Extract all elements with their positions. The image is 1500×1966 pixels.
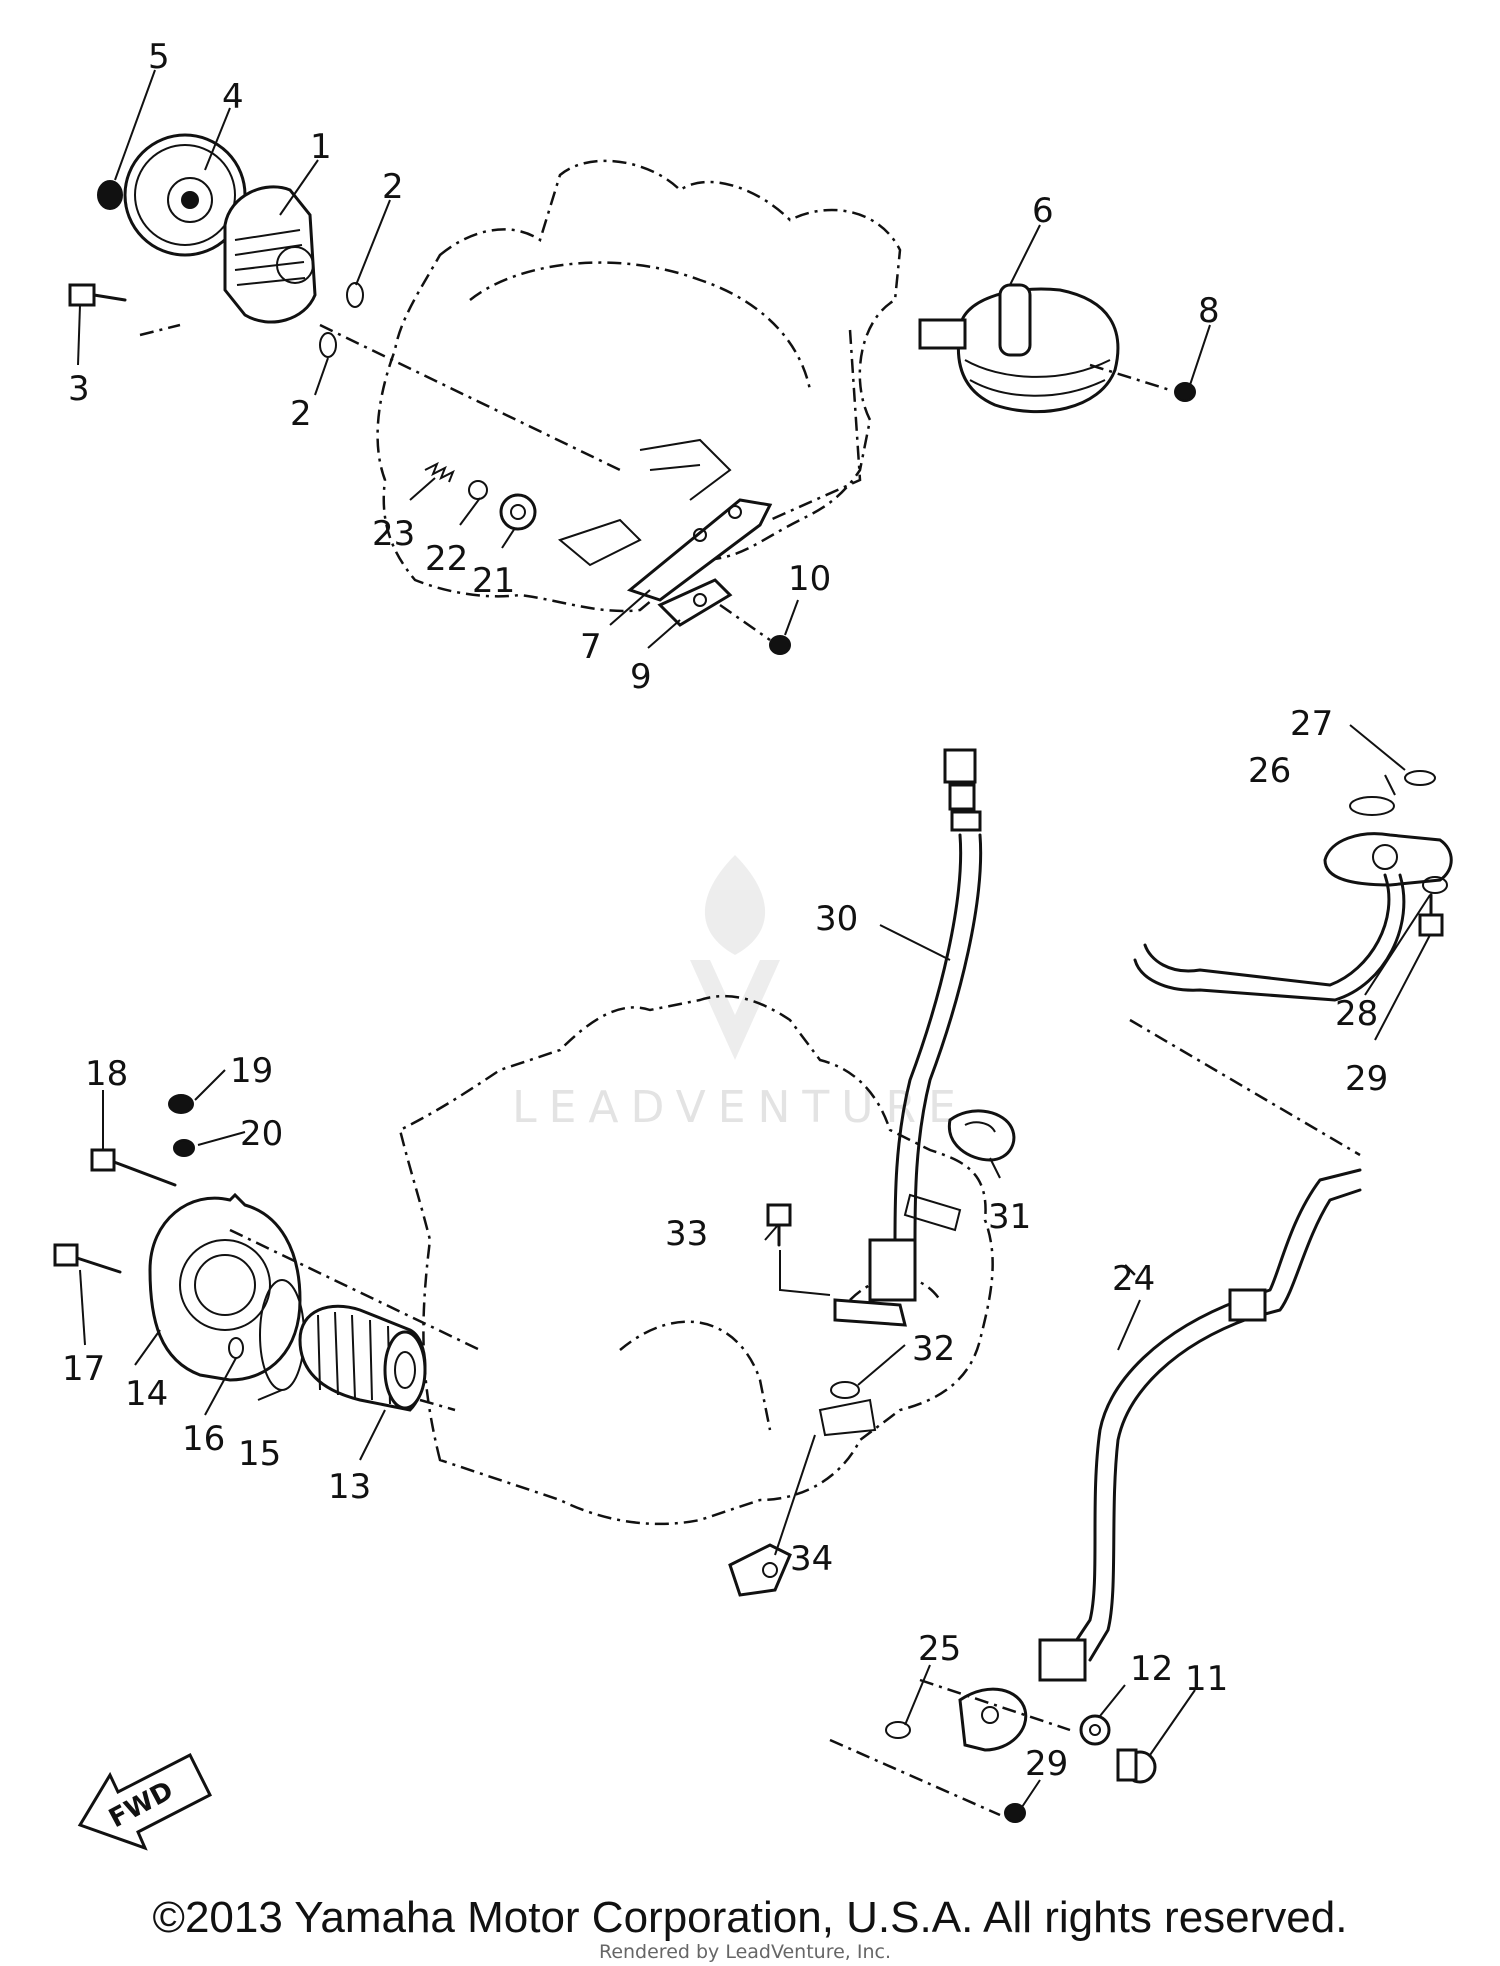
callout-26: 26 [1248,751,1291,791]
o-ring-lower [319,332,337,358]
callout-3: 3 [68,369,90,409]
washer-28 [1422,876,1448,894]
relief-plug [499,493,537,531]
callout-6: 6 [1032,191,1054,231]
oil-level-switch [728,1543,792,1597]
callout-9: 9 [630,657,652,697]
callout-12: 12 [1130,1649,1173,1689]
union-bolt-lead [779,1250,831,1296]
o-ring-flange [1349,796,1395,816]
internal-parts-sketch [557,438,732,567]
oil-pipe-bracket [626,498,773,602]
lower-crankcase-outline [398,994,994,1526]
pump-bolt [68,283,127,307]
spring [424,461,455,483]
callout-27: 27 [1290,704,1333,744]
oil-filter-element [298,1304,427,1412]
pump-alignment-line [139,323,621,472]
pump-nut [97,180,123,210]
callout-19: 19 [230,1051,273,1091]
plate [657,578,733,627]
callout-5: 5 [148,37,170,77]
delivery-pipe [833,748,983,1327]
lower-crankcase-shaft [903,1193,962,1232]
callout-33: 33 [665,1214,708,1254]
ball [468,480,488,500]
o-ring-fitting [885,1721,911,1739]
callout-14: 14 [125,1374,168,1414]
oil-pipe-lower [1038,1168,1362,1682]
air-bleed-screw [168,1094,194,1114]
callout-11: 11 [1185,1659,1228,1699]
union-washer [1079,1714,1111,1746]
upper-crankcase-flange [769,329,862,522]
union-bolt-upper [766,1203,792,1247]
watermark-text: LEADVENTURE [512,1082,968,1133]
copyright-text: ©2013 Yamaha Motor Corporation, U.S.A. A… [153,1893,1348,1942]
lower-alignment-line [829,1264,1136,1817]
callout-16: 16 [182,1419,225,1459]
upper-crankcase-inner [469,261,812,391]
callout-23: 23 [372,514,415,554]
leader-lines [77,69,1431,1811]
callout-34: 34 [790,1539,833,1579]
copper-washer [830,1381,860,1399]
upper-pipe-flange [1133,832,1453,1002]
filter-bolt-short [53,1243,122,1274]
callout-20: 20 [240,1114,283,1154]
strainer-screw [1089,363,1196,402]
callout-1: 1 [310,127,332,167]
upper-pipe-alignment [1129,1018,1361,1157]
callout-28: 28 [1335,994,1378,1034]
callout-32: 32 [912,1329,955,1369]
callout-2-lower: 2 [290,394,312,434]
callout-29-lower: 29 [1025,1744,1068,1784]
callout-29-upper: 29 [1345,1059,1388,1099]
callout-30: 30 [815,899,858,939]
fwd-arrow: FWD [77,1752,213,1851]
pipe-socket [818,1398,877,1437]
callout-18: 18 [85,1054,128,1094]
o-ring-small-top [1404,770,1436,786]
callout-21: 21 [472,561,515,601]
callout-25: 25 [918,1629,961,1669]
filter-alignment-line [229,1228,481,1412]
rendered-by-text: Rendered by LeadVenture, Inc. [599,1941,891,1963]
upper-crankcase-outline [376,159,902,613]
oil-pipe-fitting [958,1687,1028,1752]
o-ring-upper [346,282,364,308]
filter-bolt-long [90,1148,177,1187]
oil-pump-gear [123,133,247,257]
pipe-clamp [947,1109,1016,1162]
oil-strainer [918,283,1120,414]
callout-15: 15 [238,1434,281,1474]
callout-17: 17 [62,1349,105,1389]
callout-22: 22 [425,539,468,579]
oil-pump-body [223,185,317,324]
union-bolt-lower [1116,1748,1157,1784]
callouts: 5 4 1 2 2 3 6 8 23 22 21 7 9 10 27 26 30… [62,37,1388,1784]
callout-8: 8 [1198,291,1220,331]
callout-31: 31 [988,1197,1031,1237]
oil-filter-cover [148,1192,302,1382]
callout-7: 7 [580,627,602,667]
lower-crankcase-inner [619,1276,942,1431]
callout-4: 4 [222,77,244,117]
bleed-washer [173,1139,195,1157]
callout-2-upper: 2 [382,167,404,207]
leadventure-watermark: LEADVENTURE [512,855,968,1133]
callout-10: 10 [788,559,831,599]
plate-screw [719,603,791,655]
callout-24: 24 [1112,1259,1155,1299]
callout-13: 13 [328,1467,371,1507]
flange-bolt [1418,893,1444,937]
